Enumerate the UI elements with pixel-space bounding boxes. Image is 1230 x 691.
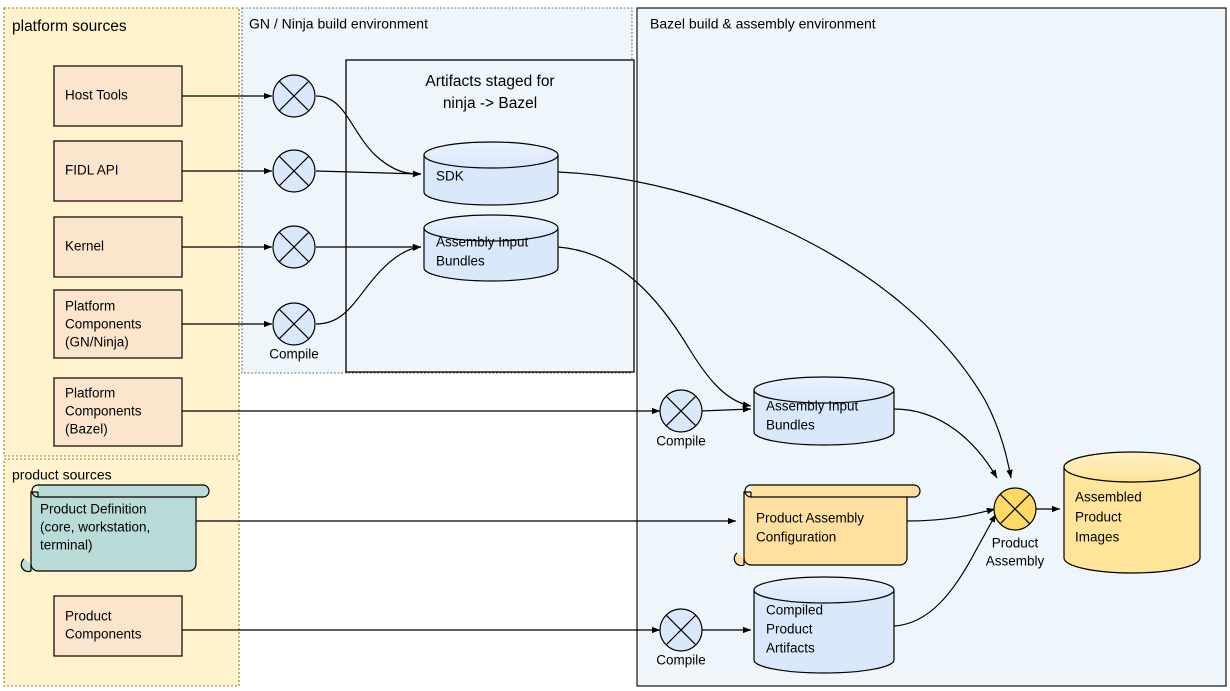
op-node-compile-platform-bazel[interactable]: Compile: [656, 389, 706, 449]
op-node-compile-product-components[interactable]: Compile: [656, 608, 706, 668]
cylinder-assembly-input-bundles-bazel[interactable]: Assembly Input Bundles: [753, 376, 895, 446]
cyl-cpa-line3: Artifacts: [766, 641, 815, 656]
cylinder-sdk-label: SDK: [436, 169, 464, 184]
edge-compiled-artifacts-to-product-assembly: [893, 513, 997, 627]
zone-product-sources-label: product sources: [12, 467, 112, 483]
cyl-aib-bazel-line2: Bundles: [766, 418, 815, 433]
edge-compile-host-tools-to-sdk: [315, 95, 422, 178]
artifacts-staged-title-line2: ninja -> Bazel: [443, 95, 537, 112]
edge-bazel-aib-to-product-assembly: [893, 408, 998, 479]
source-box-pc-bazel-line3: (Bazel): [65, 422, 108, 437]
source-doc-product-definition[interactable]: Product Definition (core, workstation, t…: [20, 484, 210, 573]
cyl-api-line2: Product: [1075, 510, 1122, 525]
cyl-aib-ninja-line1: Assembly Input: [436, 235, 529, 250]
edge-compile-to-bazel-aib: [700, 406, 752, 413]
source-box-fidl-api-label: FIDL API: [65, 163, 119, 178]
product-definition-line2: (core, workstation,: [40, 520, 150, 535]
source-box-pc-gn-line1: Platform: [65, 299, 115, 314]
doc-pac-line1: Product Assembly: [756, 511, 864, 526]
zone-platform-sources-label: platform sources: [12, 18, 127, 35]
source-box-kernel[interactable]: Kernel: [53, 216, 183, 278]
op-node-compile-kernel[interactable]: [272, 225, 316, 269]
product-definition-line1: Product Definition: [40, 502, 147, 517]
edge-sdk-to-product-assembly: [557, 171, 1013, 479]
zone-gn-ninja-label: GN / Ninja build environment: [249, 16, 428, 32]
cylinder-sdk[interactable]: SDK: [423, 141, 559, 206]
cyl-cpa-line2: Product: [766, 622, 813, 637]
cyl-api-line3: Images: [1075, 530, 1120, 545]
cyl-aib-ninja-line2: Bundles: [436, 254, 485, 269]
source-box-platform-components-bazel[interactable]: Platform Components (Bazel): [53, 377, 183, 447]
cylinder-assembly-input-bundles-ninja[interactable]: Assembly Input Bundles: [423, 214, 559, 282]
cyl-aib-bazel-line1: Assembly Input: [766, 399, 859, 414]
source-box-pc-gn-line3: (GN/Ninja): [65, 335, 129, 350]
product-definition-line3: terminal): [40, 538, 93, 553]
op-node-compile-platform-components[interactable]: Compile: [269, 302, 319, 362]
doc-product-assembly-configuration[interactable]: Product Assembly Configuration: [733, 484, 921, 567]
op-node-compile-platform-bazel-label: Compile: [656, 434, 706, 449]
cyl-api-line1: Assembled: [1075, 490, 1142, 505]
source-box-product-components[interactable]: Product Components: [53, 595, 183, 657]
op-node-product-assembly[interactable]: Product Assembly: [986, 487, 1045, 569]
op-node-product-assembly-label-line2: Assembly: [986, 554, 1045, 569]
source-box-host-tools[interactable]: Host Tools: [53, 65, 183, 127]
zone-bazel-build: Bazel build & assembly environment: [636, 7, 1227, 687]
op-node-compile-product-components-label: Compile: [656, 653, 706, 668]
edge-config-to-product-assembly: [906, 507, 996, 522]
op-node-compile-platform-components-label: Compile: [269, 347, 319, 362]
op-node-compile-fidl-api[interactable]: [272, 149, 316, 193]
source-box-pc-bazel-line1: Platform: [65, 386, 115, 401]
doc-pac-line2: Configuration: [756, 530, 836, 545]
edge-group: [182, 92, 1061, 634]
source-box-fidl-api[interactable]: FIDL API: [53, 140, 183, 202]
source-box-pc-gn-line2: Components: [65, 317, 142, 332]
product-components-line1: Product: [65, 609, 112, 624]
cylinder-assembled-product-images[interactable]: Assembled Product Images: [1063, 451, 1201, 574]
product-components-line2: Components: [65, 627, 142, 642]
artifacts-staged-title-line1: Artifacts staged for: [425, 73, 554, 90]
cylinder-compiled-product-artifacts[interactable]: Compiled Product Artifacts: [753, 576, 895, 674]
edge-ninja-aib-to-bazel-aib: [557, 246, 752, 408]
source-box-host-tools-label: Host Tools: [65, 88, 128, 103]
source-box-pc-bazel-line2: Components: [65, 404, 142, 419]
source-box-kernel-label: Kernel: [65, 239, 104, 254]
op-node-product-assembly-label-line1: Product: [992, 536, 1039, 551]
zone-bazel-label: Bazel build & assembly environment: [650, 16, 876, 32]
edge-compile-fidl-to-sdk: [315, 170, 422, 177]
source-box-platform-components-gn-ninja[interactable]: Platform Components (GN/Ninja): [53, 289, 183, 359]
edge-compile-platform-to-aib: [315, 244, 422, 325]
op-node-compile-host-tools[interactable]: [272, 74, 316, 118]
cyl-cpa-line1: Compiled: [766, 603, 823, 618]
